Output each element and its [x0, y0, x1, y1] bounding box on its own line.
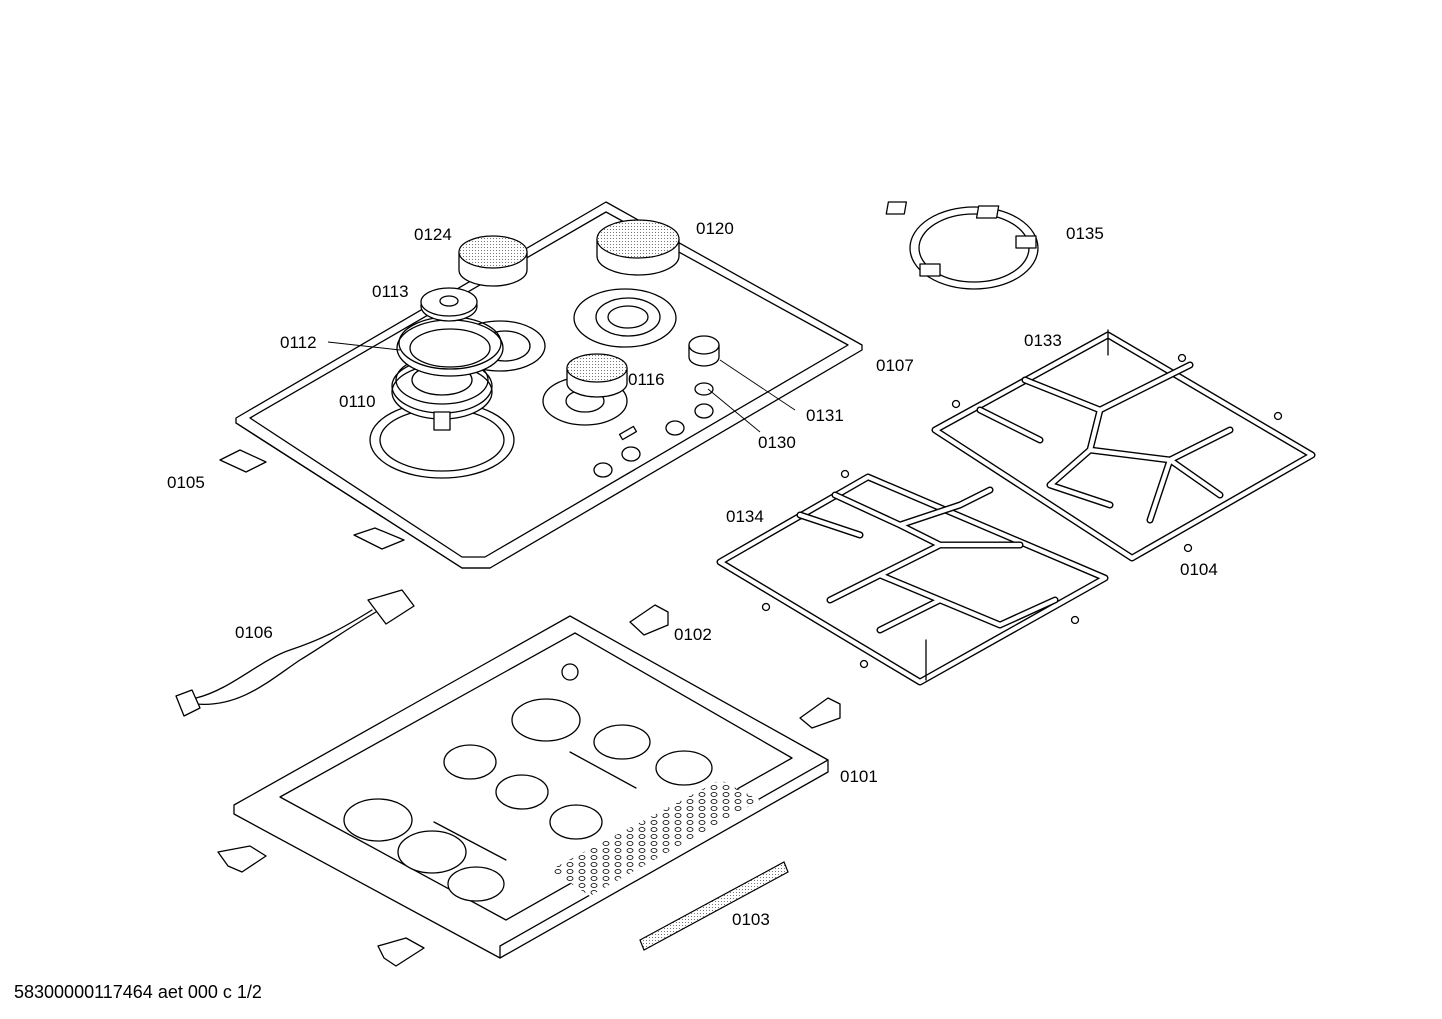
power-cable-0106 — [175, 589, 415, 717]
fixing-clamp-0102 — [217, 604, 841, 967]
label-0133: 0133 — [1024, 331, 1062, 350]
label-0130: 0130 — [758, 433, 796, 452]
burner-0124 — [458, 235, 528, 287]
label-0101: 0101 — [840, 767, 878, 786]
label-0113: 0113 — [372, 282, 409, 301]
label-0134: 0134 — [726, 507, 764, 526]
label-0104: 0104 — [1180, 560, 1218, 579]
label-0131: 0131 — [806, 406, 844, 425]
pan-support-left-0134 — [716, 473, 1109, 686]
label-0103: 0103 — [732, 910, 770, 929]
label-0124: 0124 — [414, 225, 452, 244]
label-0110: 0110 — [339, 392, 376, 411]
label-0105: 0105 — [167, 473, 205, 492]
seal-strip-0103 — [639, 861, 789, 951]
wok-ring-0135 — [885, 201, 1039, 290]
label-0116: 0116 — [628, 370, 665, 389]
label-0107: 0107 — [876, 356, 914, 375]
fixing-clamp-0105 — [219, 449, 405, 550]
label-0112: 0112 — [280, 333, 317, 352]
label-0120: 0120 — [696, 219, 734, 238]
burner-0120 — [596, 219, 680, 276]
rubber-feet-0104 — [761, 353, 1283, 669]
pan-support-right-0133 — [931, 329, 1316, 562]
document-number: 58300000117464 aet 000 c 1/2 — [14, 982, 262, 1002]
label-0102: 0102 — [674, 625, 712, 644]
label-0135: 0135 — [1066, 224, 1104, 243]
burner-ring-0112 — [396, 316, 504, 377]
burner-cap-0113 — [420, 287, 478, 322]
hob-top-panel — [235, 201, 863, 569]
burner-0116 — [566, 353, 628, 398]
label-0106: 0106 — [235, 623, 273, 642]
bottom-tray-0101 — [233, 615, 829, 959]
control-knob-0131 — [688, 335, 720, 367]
knob-ring-0130 — [694, 382, 714, 396]
leader-lines — [327, 341, 796, 433]
